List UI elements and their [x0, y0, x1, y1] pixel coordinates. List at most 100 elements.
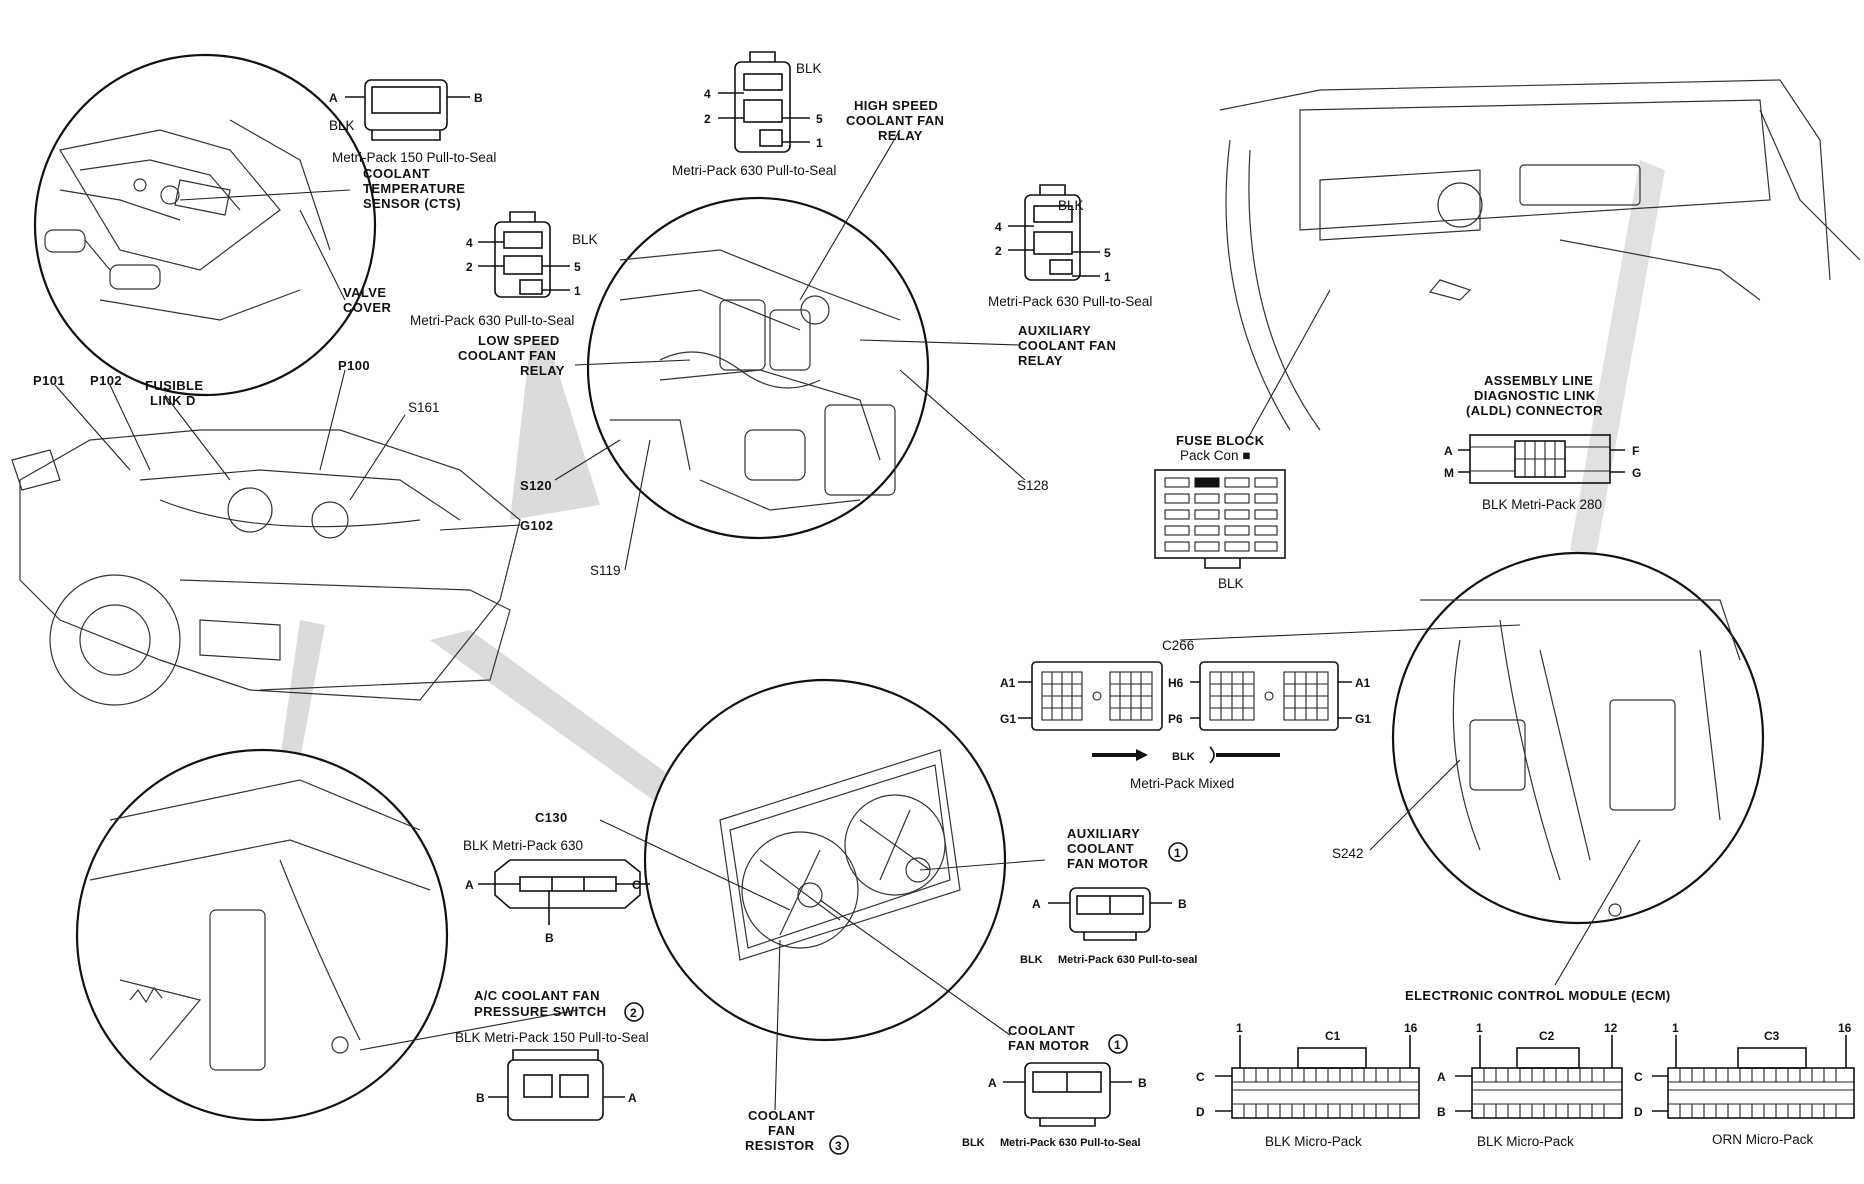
label-aux-relay-3: RELAY [1018, 353, 1063, 368]
badge-1: 1 [1174, 846, 1181, 860]
pin-d: D [1634, 1105, 1643, 1119]
label-c1: C1 [1325, 1029, 1341, 1043]
pin-a: A [465, 878, 474, 892]
label-c1-type: BLK Micro-Pack [1265, 1134, 1362, 1149]
label-blk: BLK [1020, 954, 1043, 966]
label-cts-1: COOLANT [363, 166, 430, 181]
label-low-speed-1: LOW SPEED [478, 333, 560, 348]
label-connector-type: Metri-Pack 630 Pull-to-Seal [672, 163, 836, 178]
label-connector-type: Metri-Pack 630 Pull-to-seal [1058, 954, 1197, 966]
pin-b: B [545, 931, 554, 945]
label-connector-type: Metri-Pack 630 Pull-to-Seal [410, 313, 574, 328]
connector-ecm-c2: C2 1 12 A B BLK Micro-Pack [1437, 1021, 1623, 1149]
pin-p6: P6 [1168, 712, 1183, 726]
beam-relays [510, 340, 600, 520]
pin-c: C [1196, 1070, 1205, 1084]
label-cts-2: TEMPERATURE [363, 181, 465, 196]
pin-b: B [1437, 1105, 1446, 1119]
pin-4: 4 [995, 220, 1002, 234]
connector-mp630-right: 4 2 5 1 BLK Metri-Pack 630 Pull-to-Seal [988, 184, 1152, 309]
pin-a1: A1 [1355, 676, 1371, 690]
label-blk: BLK [796, 61, 822, 76]
label-valve-cover-2: COVER [343, 300, 391, 315]
aldl-connector: ASSEMBLY LINE DIAGNOSTIC LINK (ALDL) CON… [1444, 373, 1641, 512]
pin-1: 1 [1236, 1021, 1243, 1035]
pin-1: 1 [816, 136, 823, 150]
label-high-speed-3: RELAY [878, 128, 923, 143]
pin-16: 16 [1404, 1021, 1418, 1035]
detail-circle-ecm [1391, 551, 1765, 925]
pin-4: 4 [704, 87, 711, 101]
label-connector-type: Metri-Pack 630 Pull-to-Seal [1000, 1137, 1141, 1149]
label-aldl-1: ASSEMBLY LINE [1484, 373, 1593, 388]
connector-ecm-c3: C3 1 16 C D ORN Micro-Pack [1634, 1021, 1855, 1147]
pin-a: A [329, 91, 338, 105]
pin-b: B [1138, 1076, 1147, 1090]
pin-d: D [1196, 1105, 1205, 1119]
pin-5: 5 [1104, 246, 1111, 260]
label-coolant-fan-resistor: COOLANT FAN RESISTOR 3 [745, 1108, 849, 1155]
label-connector-type: BLK Metri-Pack 630 [463, 838, 583, 853]
pin-4: 4 [466, 236, 473, 250]
pin-5: 5 [816, 112, 823, 126]
label-p100: P100 [338, 358, 370, 373]
label-c130: C130 [535, 810, 568, 825]
label-low-speed-3: RELAY [520, 363, 565, 378]
label-high-speed-2: COOLANT FAN [846, 113, 944, 128]
label-high-speed-1: HIGH SPEED [854, 98, 938, 113]
label-resistor-1: COOLANT [748, 1108, 815, 1123]
label-s128: S128 [1017, 478, 1049, 493]
label-aux-motor-1: AUXILIARY [1067, 826, 1140, 841]
detail-circle-switch [75, 748, 449, 1122]
pin-h6: H6 [1168, 676, 1184, 690]
connector-ecm-c1: C1 1 16 C D BLK Micro-Pack [1196, 1021, 1420, 1149]
label-blk: BLK [1172, 751, 1195, 763]
connector-ac-pressure-switch: A/C COOLANT FAN PRESSURE SWITCH 2 BLK Me… [455, 988, 649, 1121]
detail-circle-fan [643, 678, 1007, 1042]
label-c2-type: BLK Micro-Pack [1477, 1134, 1574, 1149]
label-s119: S119 [590, 563, 621, 578]
label-connector-type: Metri-Pack 630 Pull-to-Seal [988, 294, 1152, 309]
label-c3-type: ORN Micro-Pack [1712, 1132, 1814, 1147]
label-fusible-1: FUSIBLE [145, 378, 203, 393]
label-aldl-2: DIAGNOSTIC LINK [1474, 388, 1596, 403]
label-resistor-2: FAN [768, 1123, 795, 1138]
label-valve-cover-1: VALVE [343, 285, 386, 300]
pin-5: 5 [574, 260, 581, 274]
label-p101: P101 [33, 373, 65, 388]
pin-a: A [988, 1076, 997, 1090]
pin-1: 1 [1104, 270, 1111, 284]
label-s161: S161 [408, 400, 440, 415]
label-g102: G102 [520, 518, 553, 533]
connector-mp630-top: 4 2 5 1 BLK Metri-Pack 630 Pull-to-Seal [672, 51, 836, 178]
label-aux-motor-2: COOLANT [1067, 841, 1134, 856]
pin-2: 2 [466, 260, 473, 274]
label-connector-type: BLK Metri-Pack 150 Pull-to-Seal [455, 1030, 649, 1045]
pin-g1: G1 [1000, 712, 1016, 726]
label-coolant-motor-1: COOLANT [1008, 1023, 1075, 1038]
beam-fan [430, 630, 690, 805]
pin-1: 1 [1476, 1021, 1483, 1035]
label-aldl-3: (ALDL) CONNECTOR [1466, 403, 1603, 418]
label-aldl-type: BLK Metri-Pack 280 [1482, 497, 1602, 512]
label-p102: P102 [90, 373, 122, 388]
label-aux-motor-3: FAN MOTOR [1067, 856, 1149, 871]
pin-12: 12 [1604, 1021, 1618, 1035]
beam-ecm [1570, 160, 1665, 560]
label-connector-type: Metri-Pack 150 Pull-to-Seal [332, 150, 496, 165]
pin-b: B [476, 1091, 485, 1105]
pin-1: 1 [1672, 1021, 1679, 1035]
label-ac-switch-2: PRESSURE SWITCH [474, 1004, 606, 1019]
pin-c: C [1634, 1070, 1643, 1084]
label-aux-relay-1: AUXILIARY [1018, 323, 1091, 338]
label-ac-switch-1: A/C COOLANT FAN [474, 988, 600, 1003]
connector-coolant-fan-motor: COOLANT FAN MOTOR 1 A B BLK Metri-Pack 6… [962, 1023, 1147, 1149]
label-blk: BLK [329, 118, 355, 133]
pin-g: G [1632, 466, 1641, 480]
label-blk: BLK [1218, 576, 1244, 591]
badge-3: 3 [835, 1139, 842, 1153]
pin-2: 2 [995, 244, 1002, 258]
label-aux-relay-2: COOLANT FAN [1018, 338, 1116, 353]
car-front-sketch [11, 429, 521, 706]
